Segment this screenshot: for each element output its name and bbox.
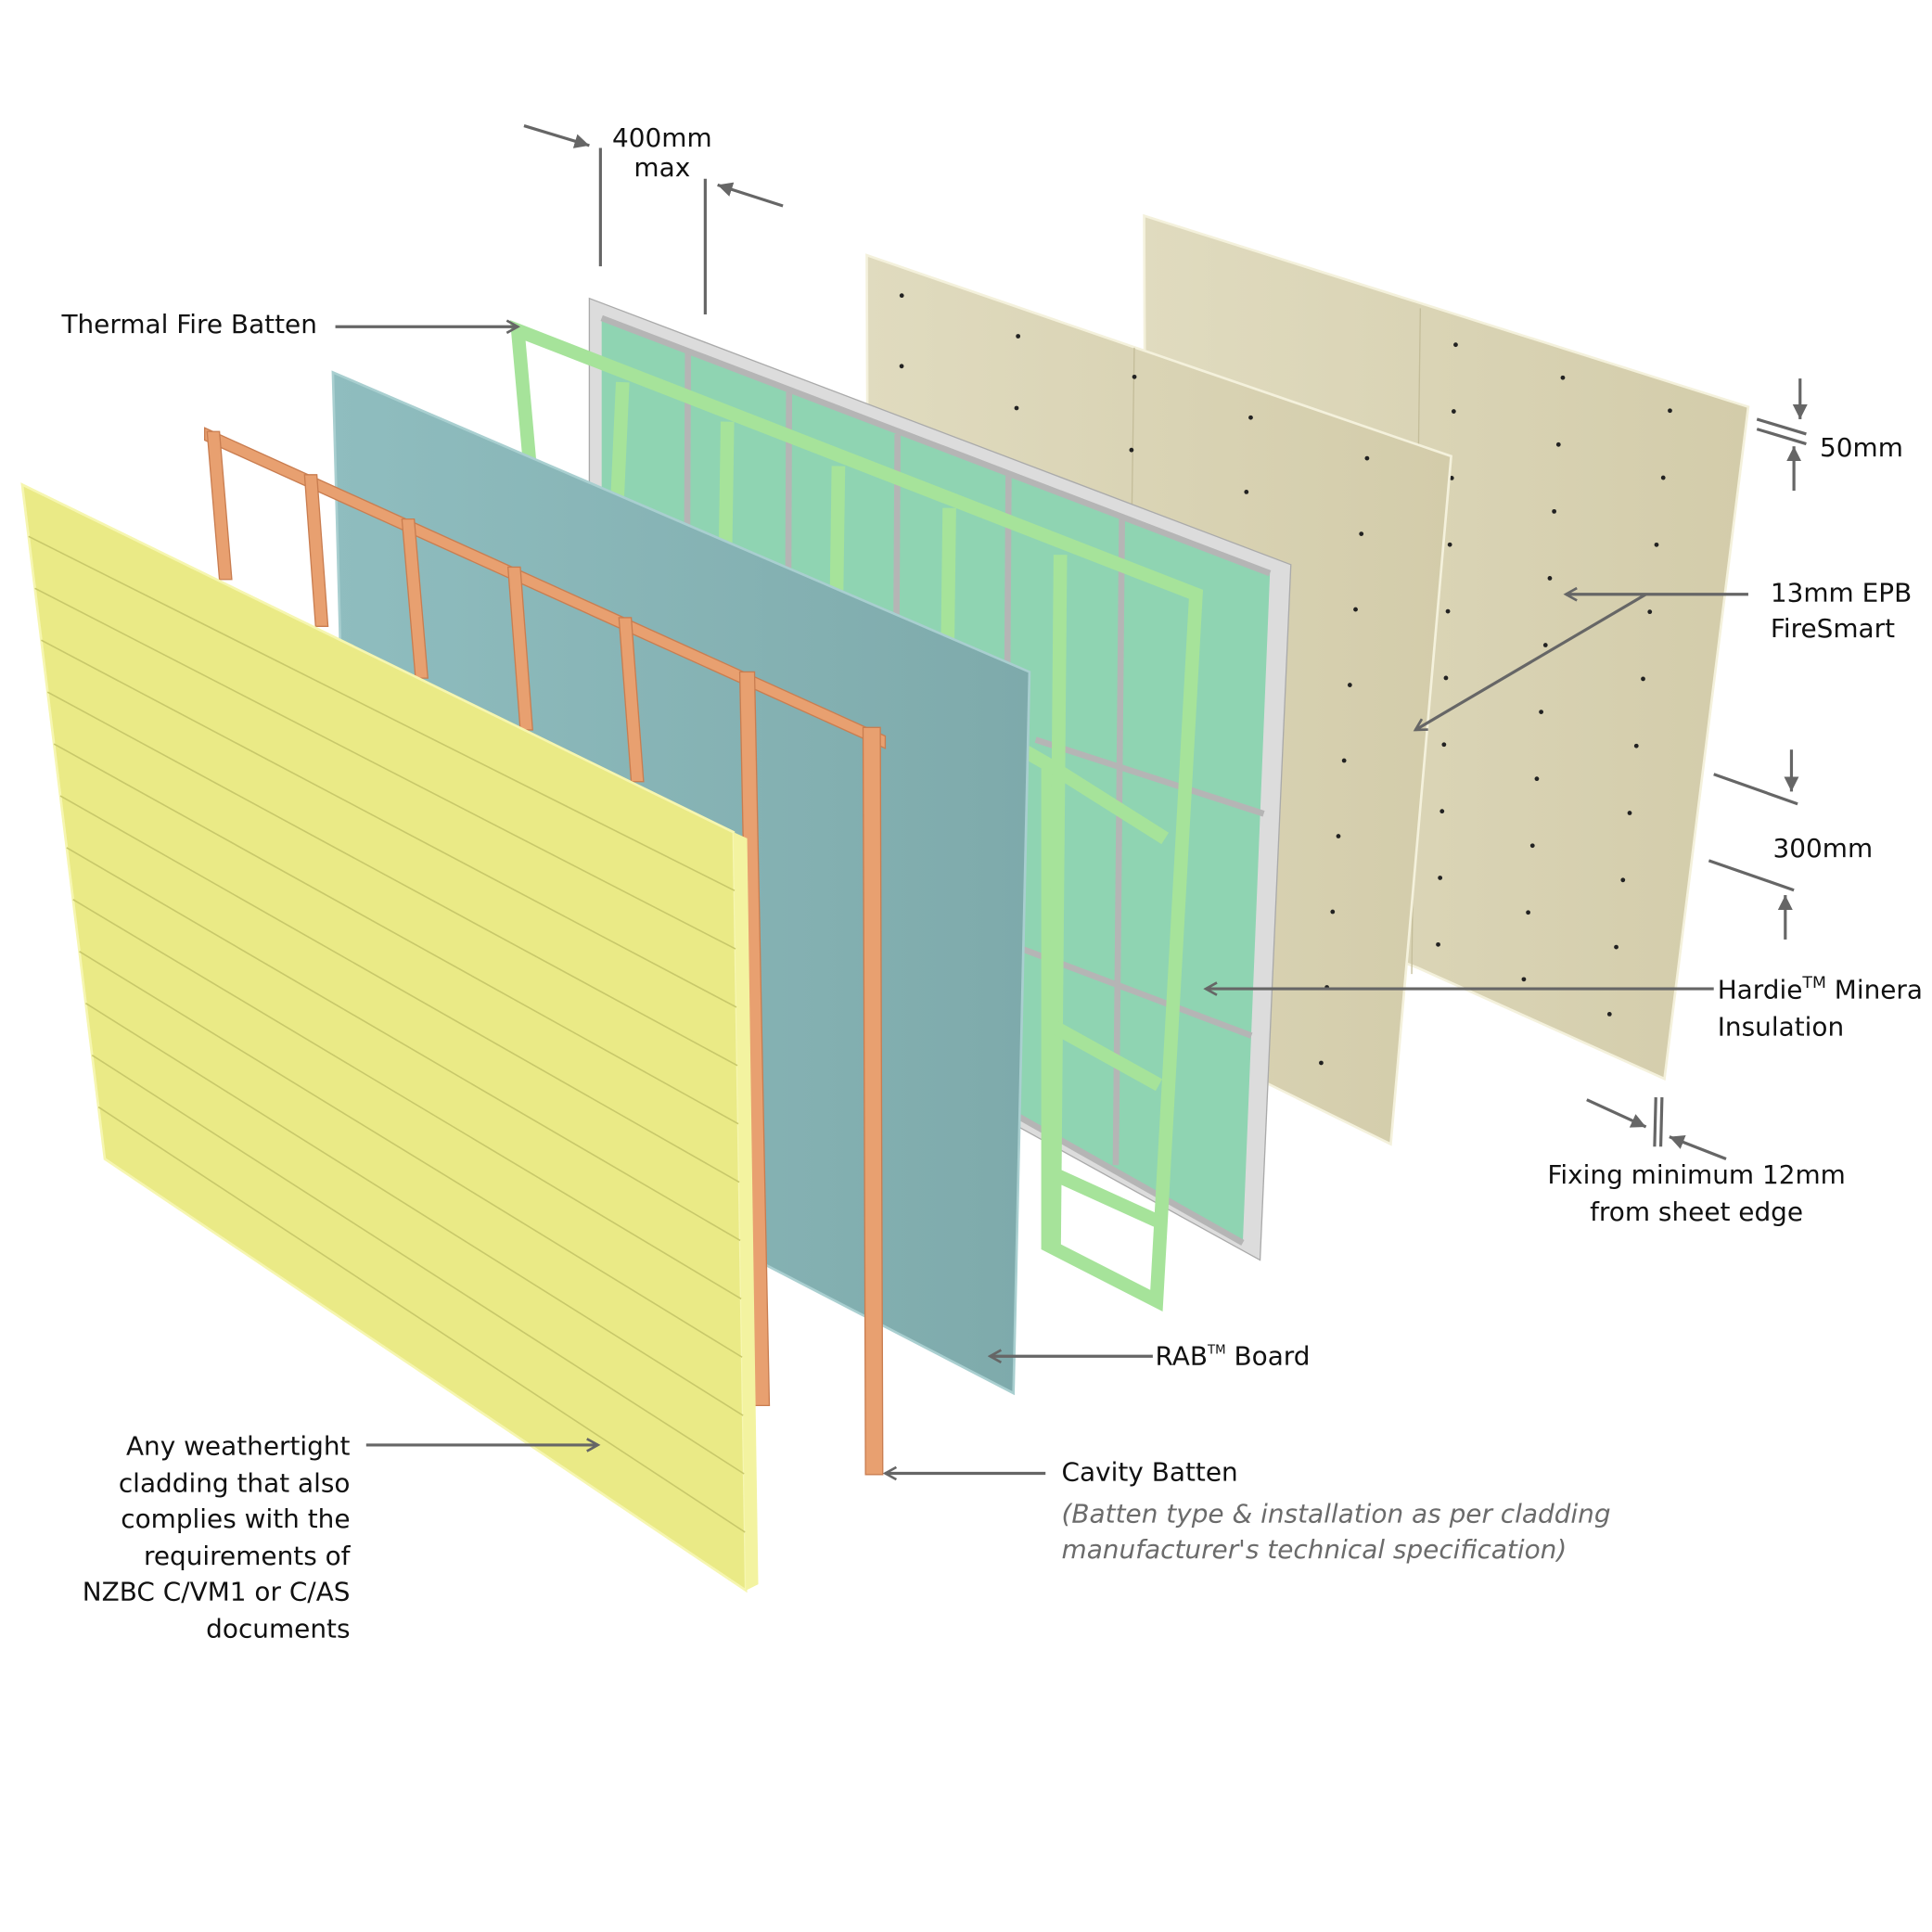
fixing-dot [1319,1060,1324,1066]
cavity-note-2: manufacturer's technical specification) [1062,1534,1567,1565]
fixing-dot [1555,441,1561,447]
dim-50mm: 50mm [1756,378,1903,492]
cavity-batten-callout: Cavity Batten (Batten type & installatio… [885,1456,1611,1565]
fixing-dot [1647,609,1653,615]
cladding-label-5: NZBC C/VM1 or C/AS [83,1576,351,1606]
hardie-label-2: Insulation [1718,1012,1844,1043]
weathertight-cladding [20,482,759,1593]
fixing-dot [1129,447,1134,453]
fixing-dot [1633,743,1639,748]
fixing-dot [1449,476,1454,480]
fixing-dot [1438,876,1443,880]
cladding-board-joint [41,639,737,1008]
cladding-board-joint [85,1003,744,1416]
rab-label: RAB [1156,1341,1209,1372]
fixing-dot [1547,576,1553,581]
dim-300-label: 300mm [1773,833,1874,864]
fixing-dot [1627,811,1632,815]
fixing-dot [1526,910,1530,915]
fixing-dot [1654,542,1659,547]
fixing-dot [1347,683,1352,687]
cladding-label-1: Any weathertight [126,1431,351,1462]
fixing-dot [1620,877,1626,883]
cladding-board-joint [97,1106,746,1533]
fixing-dot [1560,375,1566,380]
fixing-dot [1330,909,1336,915]
fixing-dot [1453,342,1458,348]
fixing-dot [1439,809,1445,814]
hardie-label: Hardie [1718,975,1803,1005]
fixing-callout: Fixing minimum 12mm from sheet edge [1547,1097,1846,1227]
fixing-dot [1529,843,1535,849]
fixing-dot [1014,405,1019,411]
fixing-dot [1660,475,1666,480]
svg-text:RABTM Board: RABTM Board [1156,1341,1311,1372]
fixing-dot [899,293,904,299]
epb-label-2: FireSmart [1771,613,1895,644]
rab-callout: RABTM Board [990,1341,1311,1372]
dim-300mm: 300mm [1708,749,1873,940]
rab-tm: TM [1207,1344,1226,1358]
fixing-dot [1539,710,1543,714]
fixing-dot [1447,542,1452,547]
fixing-dot [1445,608,1451,614]
rab-label-b: Board [1226,1341,1311,1372]
fixing-dot [1436,941,1440,947]
spacing-dimension: 400mm max [523,122,784,314]
cladding-board-joint [59,795,740,1184]
fixing-dot [899,364,904,369]
cladding-board-joint [53,743,739,1125]
hardie-tm: TM [1801,974,1825,992]
svg-text:HardieTM Minera: HardieTM Minera [1718,974,1923,1005]
fixing-label-1: Fixing minimum 12mm [1547,1159,1846,1190]
hardie-label-b: Minera [1826,975,1923,1005]
cladding-board-joint [79,951,743,1358]
fixing-dot [1244,489,1249,494]
cladding-board-joint [46,691,738,1067]
fixing-dot [1552,508,1557,514]
epb-callout: 13mm EPB FireSmart [1415,578,1912,730]
thermal-fire-batten-label: Thermal Fire Batten [60,309,316,339]
cladding-label-4: requirements of [144,1541,352,1571]
fixing-dot [1016,334,1021,339]
fixing-dot [1451,409,1456,414]
cladding-board-joint [34,587,736,950]
fixing-label-2: from sheet edge [1590,1196,1803,1227]
fixing-dot [1248,415,1253,420]
dim-50-label: 50mm [1820,432,1903,463]
fixing-dot [1614,944,1619,950]
fixing-dot [1641,676,1645,682]
fixing-dot [1542,643,1548,647]
fixing-dot [1132,374,1137,379]
fixing-dot [1521,977,1527,982]
cladding-board-joint [72,899,742,1300]
fixing-dot [1364,455,1370,461]
fixing-dot [1668,408,1672,414]
cladding-label-3: complies with the [121,1503,350,1534]
hardie-insulation-callout: HardieTM Minera Insulation [1206,974,1923,1043]
fixing-dot [1341,758,1347,763]
cavity-note-1: (Batten type & installation as per cladd… [1062,1499,1611,1529]
epb-label-1: 13mm EPB [1771,578,1912,608]
spacing-label-2: max [633,152,690,183]
fixing-dot [1353,607,1358,612]
fixing-dot [1534,776,1540,782]
spacing-label-1: 400mm [612,122,712,153]
fixing-dot [1359,531,1364,536]
fixing-dot [1606,1011,1612,1017]
cladding-label-6: documents [206,1613,350,1644]
cladding-board-joint [91,1054,745,1475]
cladding-label-2: cladding that also [119,1467,351,1498]
cavity-batten-label: Cavity Batten [1062,1456,1238,1487]
fixing-dot [1336,834,1341,838]
cladding-board-joint [28,535,736,891]
fixing-dot [1443,675,1449,681]
cladding-board-joint [66,847,741,1242]
fixing-dot [1441,742,1447,748]
cladding-callout: Any weathertight cladding that also comp… [83,1431,598,1644]
